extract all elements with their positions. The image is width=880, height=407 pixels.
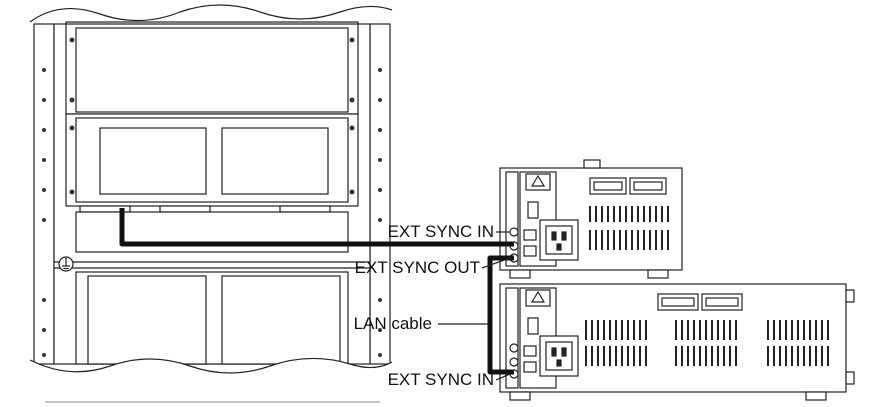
rail-holes-left [42, 68, 46, 357]
cable-rack-to-upper [119, 208, 514, 247]
label-lan-cable: LAN cable [354, 314, 432, 333]
label-ext-sync-out: EXT SYNC OUT [355, 258, 480, 277]
vent-grille-lower [585, 320, 829, 366]
vent-grille [589, 206, 669, 250]
sync-cables [119, 208, 514, 375]
tear-edge-top [30, 0, 392, 22]
triangle-warning-icon [530, 174, 546, 187]
rail-holes-right [378, 68, 382, 357]
upper-power-unit [499, 159, 683, 279]
lower-power-unit [499, 283, 855, 401]
tear-edge-bottom [30, 358, 392, 407]
label-ext-sync-in-lower: EXT SYNC IN [388, 370, 494, 389]
rack-cabinet [33, 21, 391, 365]
triangle-warning-icon-lower [530, 290, 546, 303]
protective-earth-icon [58, 256, 74, 272]
callout-leaders [438, 231, 511, 381]
label-ext-sync-in-upper: EXT SYNC IN [388, 222, 494, 241]
cable-upper-to-lower [487, 255, 514, 375]
